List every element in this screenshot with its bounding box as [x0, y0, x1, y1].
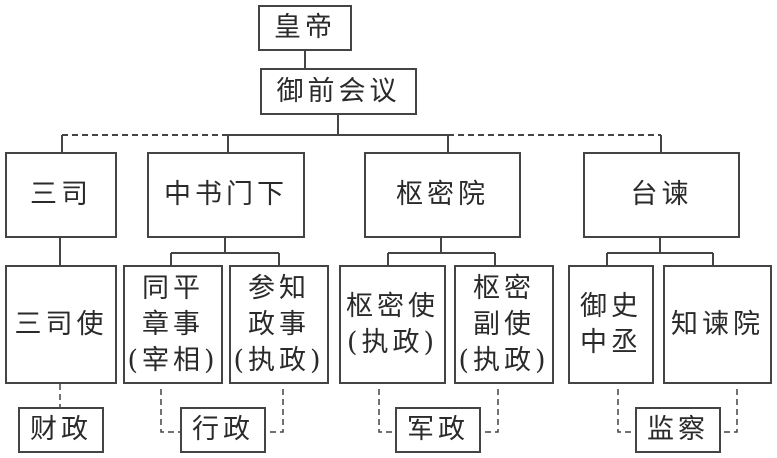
official-label: 副使 [473, 308, 535, 340]
official-label: 枢密使 [346, 290, 439, 322]
function-label: 军政 [407, 414, 469, 445]
official-sansishi: 三司使 [5, 265, 117, 384]
dept-label: 台谏 [630, 179, 693, 210]
function-label: 财政 [30, 414, 92, 445]
official-yushizhongcheng: 御史中丞 [568, 265, 654, 384]
council-label: 御前会议 [276, 75, 401, 107]
dept-taijian: 台谏 [583, 152, 740, 238]
dept-shumiyuan: 枢密院 [364, 152, 521, 238]
official-zaixiang: 同平章事 (宰相) [123, 265, 223, 384]
official-label: 枢密 [473, 272, 535, 304]
dept-label: 三司 [30, 179, 92, 210]
official-label: 御史 [580, 290, 642, 322]
function-supervision: 监察 [635, 407, 721, 453]
official-shumifushi: 枢密副使 (执政) [454, 265, 554, 384]
function-military: 军政 [395, 407, 481, 453]
dept-label: 中书门下 [164, 179, 288, 210]
dept-label: 枢密院 [396, 179, 489, 210]
function-administration: 行政 [180, 407, 266, 453]
official-label: 三司使 [14, 308, 108, 340]
official-label: 章事 [142, 308, 204, 340]
official-label: (执政) [233, 344, 325, 376]
council-box: 御前会议 [260, 68, 417, 115]
emperor-box: 皇帝 [258, 5, 352, 51]
official-label: (执政) [346, 326, 439, 358]
dept-zhongshumenxia: 中书门下 [147, 152, 305, 238]
function-label: 行政 [192, 414, 254, 445]
official-label: 中丞 [580, 326, 642, 358]
official-shumishi: 枢密使 (执政) [339, 265, 446, 384]
function-label: 监察 [647, 414, 709, 445]
official-label: 参知 [248, 272, 310, 304]
official-zhijianyuan: 知谏院 [663, 265, 772, 384]
official-label: (宰相) [127, 344, 219, 376]
official-canzhizhengshi: 参知政事 (执政) [229, 265, 329, 384]
official-label: 同平 [142, 272, 204, 304]
official-label: 政事 [248, 308, 310, 340]
official-label: (执政) [458, 344, 550, 376]
official-label: 知谏院 [671, 308, 764, 340]
dept-sansi: 三司 [5, 152, 117, 238]
emperor-label: 皇帝 [274, 12, 336, 43]
function-finance: 财政 [18, 407, 104, 453]
